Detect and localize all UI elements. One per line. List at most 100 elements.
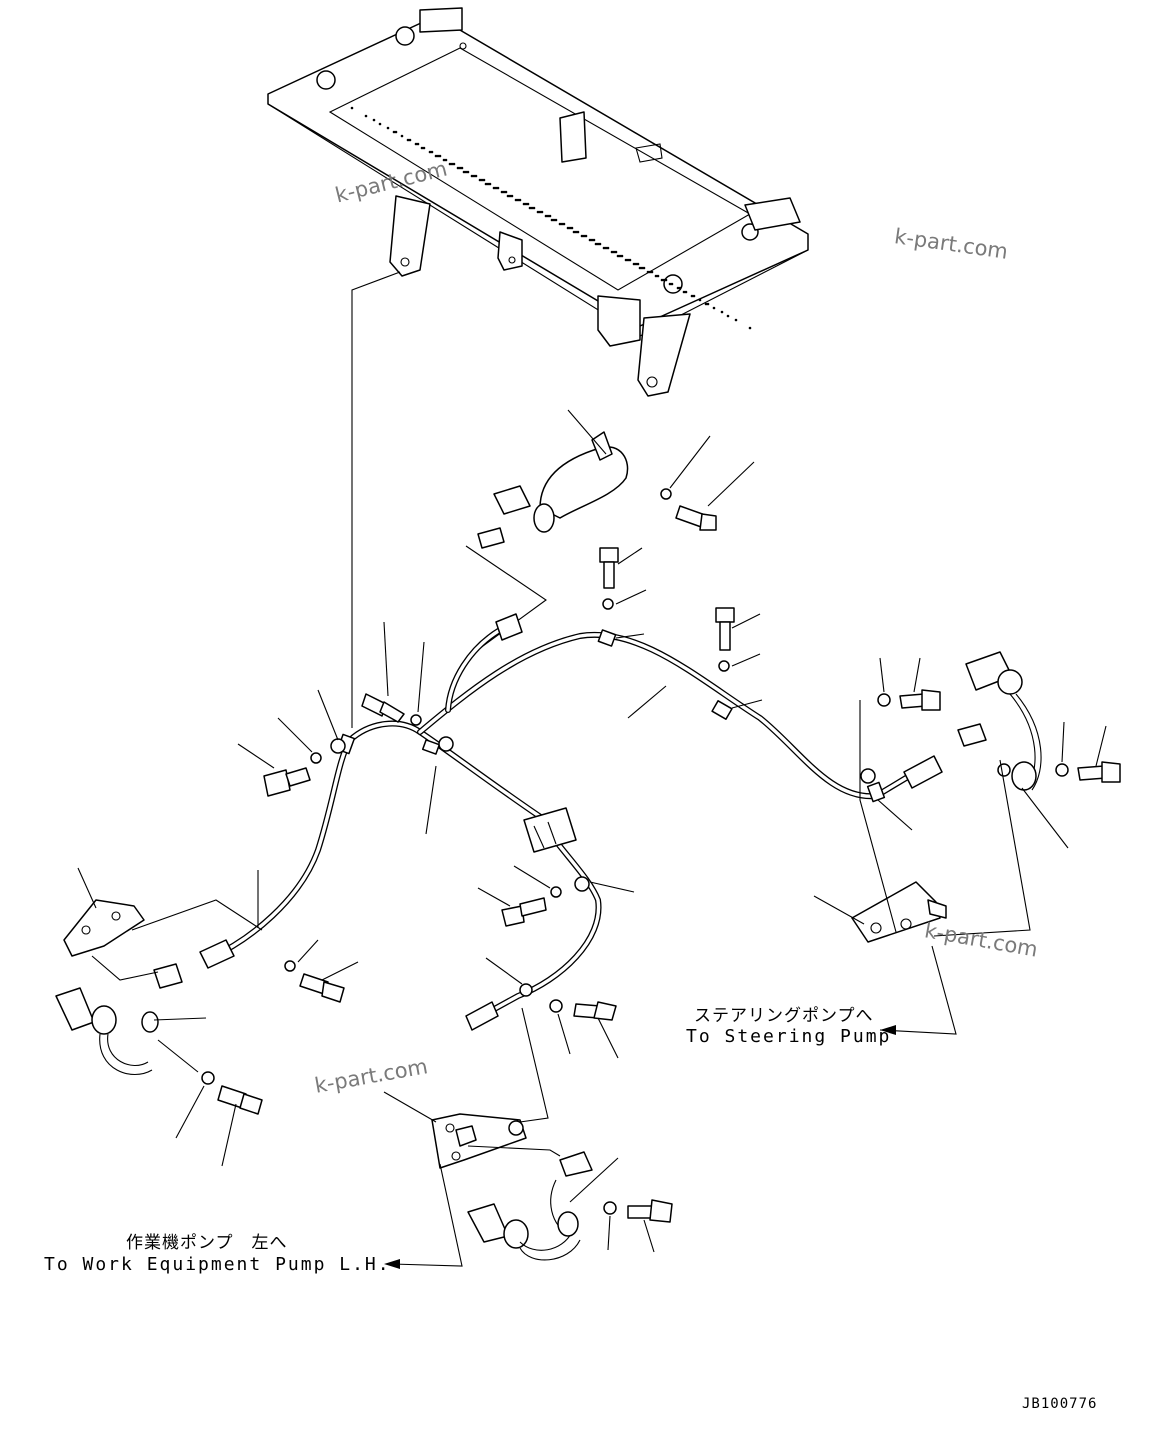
plate-perforation [748, 326, 752, 330]
bolt-icon [627, 1199, 673, 1223]
plate-perforation [656, 274, 660, 278]
plate-perforation [392, 130, 396, 134]
plate-perforation [620, 254, 624, 258]
plate-perforation [518, 198, 522, 202]
plate-perforation [526, 202, 530, 206]
plate-perforation [588, 238, 592, 242]
plate-perforation [486, 182, 490, 186]
pressure-sensor-top [477, 431, 629, 549]
steering-bracket [851, 881, 947, 943]
plate-perforation [442, 158, 446, 162]
bolt-icon [675, 505, 717, 531]
plate-perforation [616, 254, 620, 258]
floor-plate-assembly [267, 7, 809, 397]
work-pump-label-jp: 作業機ポンプ 左へ [126, 1233, 288, 1253]
washer-icon [602, 598, 614, 610]
bolt-icon [899, 689, 941, 711]
plate-perforation [416, 142, 420, 146]
plate-perforation [548, 214, 552, 218]
plate-perforation [502, 190, 506, 194]
left-sensor [55, 899, 183, 1075]
plate-perforation [452, 162, 456, 166]
work-pump-label-en: To Work Equipment Pump L.H. [44, 1254, 391, 1275]
plate-perforation [462, 170, 466, 174]
plate-perforation [394, 130, 398, 134]
bolt-icon [361, 693, 405, 723]
steering-pump-sensor [957, 651, 1042, 791]
plate-perforation [632, 262, 636, 266]
plate-perforation [472, 174, 476, 178]
plate-perforation [450, 162, 454, 166]
plate-perforation [704, 302, 708, 306]
plate-perforation [706, 302, 710, 306]
plate-perforation [458, 166, 462, 170]
plate-perforation [496, 186, 500, 190]
washer-icon [201, 1071, 215, 1085]
plate-perforation [634, 262, 638, 266]
plate-perforation [576, 230, 580, 234]
washer-icon [718, 660, 730, 672]
bolt-icon [573, 1001, 617, 1021]
plate-perforation [536, 210, 540, 214]
plate-perforation [386, 126, 390, 130]
bolt-icon [217, 1085, 263, 1115]
plate-perforation [568, 226, 572, 230]
plate-perforation [364, 114, 368, 118]
plate-perforation [626, 258, 630, 262]
plate-perforation [522, 202, 526, 206]
plate-perforation [566, 226, 570, 230]
plate-perforation [540, 210, 544, 214]
plate-perforation [516, 198, 520, 202]
plate-perforation [642, 266, 646, 270]
plate-perforation [684, 290, 688, 294]
plate-perforation [488, 182, 492, 186]
plate-perforation [654, 274, 658, 278]
plate-perforation [448, 162, 452, 166]
plate-perforation [698, 298, 702, 302]
washer-icon [284, 960, 296, 972]
plate-perforation [350, 106, 354, 110]
plate-perforation [434, 154, 438, 158]
plate-perforation [692, 294, 696, 298]
callout-leaders [77, 547, 1107, 1253]
plate-perforation [544, 214, 548, 218]
plate-perforation [604, 246, 608, 250]
plate-perforation [456, 166, 460, 170]
plate-perforation [408, 138, 412, 142]
plate-perforation [660, 278, 664, 282]
plate-perforation [420, 146, 424, 150]
plate-perforation [510, 194, 514, 198]
washer-icon [660, 488, 672, 500]
plate-perforation [614, 250, 618, 254]
plate-perforation [504, 190, 508, 194]
plate-perforation [574, 230, 578, 234]
plate-perforation [618, 254, 622, 258]
washer-icon [1055, 763, 1069, 777]
plate-perforation [584, 234, 588, 238]
bolt-icon [599, 547, 619, 589]
washer-icon [310, 752, 322, 764]
plate-perforation [524, 202, 528, 206]
harness-connector [523, 807, 577, 853]
steering-pump-label-jp: ステアリングポンプへ [694, 1006, 874, 1026]
plate-perforation [508, 194, 512, 198]
plate-perforation [482, 178, 486, 182]
plate-perforation [414, 142, 418, 146]
plate-perforation [470, 174, 474, 178]
plate-perforation [720, 310, 724, 314]
plate-perforation [572, 230, 576, 234]
plate-perforation [464, 170, 468, 174]
plate-perforation [554, 218, 558, 222]
plate-perforation [514, 198, 518, 202]
bolt-icon [263, 767, 311, 797]
plate-perforation [650, 270, 654, 274]
plate-perforation [494, 186, 498, 190]
plate-perforation [422, 146, 426, 150]
plate-perforation [580, 234, 584, 238]
plate-perforation [474, 174, 478, 178]
plate-perforation [444, 158, 448, 162]
plate-perforation [500, 190, 504, 194]
plate-harness-leader [351, 271, 401, 728]
washer-icon [877, 693, 891, 707]
